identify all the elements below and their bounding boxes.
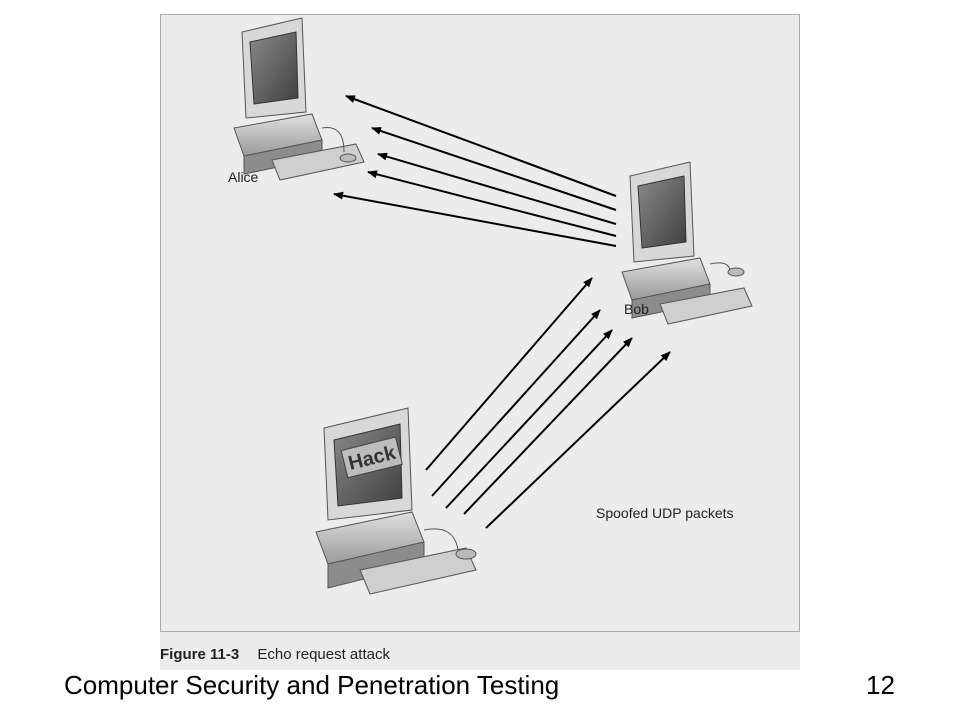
network-diagram: Hack Alice Bob Spoofed UDP packets	[160, 14, 800, 632]
arrow-bob-to-alice-4	[367, 170, 617, 237]
alice-computer	[233, 17, 365, 181]
arrow-bob-to-alice-2	[371, 127, 617, 211]
alice-label: Alice	[228, 169, 259, 185]
footer-title: Computer Security and Penetration Testin…	[64, 670, 560, 700]
arrow-bob-to-alice-5	[333, 191, 617, 247]
arrow-attacker-to-bob-2	[431, 309, 601, 497]
arrow-bob-to-alice-3	[377, 152, 617, 225]
attacker-computer: Hack	[315, 407, 477, 595]
arrow-attacker-to-bob-5	[485, 351, 671, 529]
arrow-attacker-to-bob-4	[463, 337, 633, 515]
arrow-attacker-to-bob-3	[445, 329, 613, 509]
figure-number: Figure 11-3	[160, 646, 240, 663]
page-number: 12	[866, 670, 895, 700]
figure-caption: Figure 11-3 Echo request attack	[160, 646, 390, 663]
figure-caption-text: Echo request attack	[257, 646, 390, 663]
spoofed-packets-label: Spoofed UDP packets	[596, 505, 734, 521]
bob-label: Bob	[624, 301, 649, 317]
figure-panel: Hack Alice Bob Spoofed UDP packets	[160, 14, 800, 670]
figure-frame	[160, 14, 800, 632]
bob-computer	[621, 161, 753, 325]
arrow-attacker-to-bob-1	[425, 277, 593, 471]
arrow-bob-to-alice-1	[345, 95, 617, 197]
